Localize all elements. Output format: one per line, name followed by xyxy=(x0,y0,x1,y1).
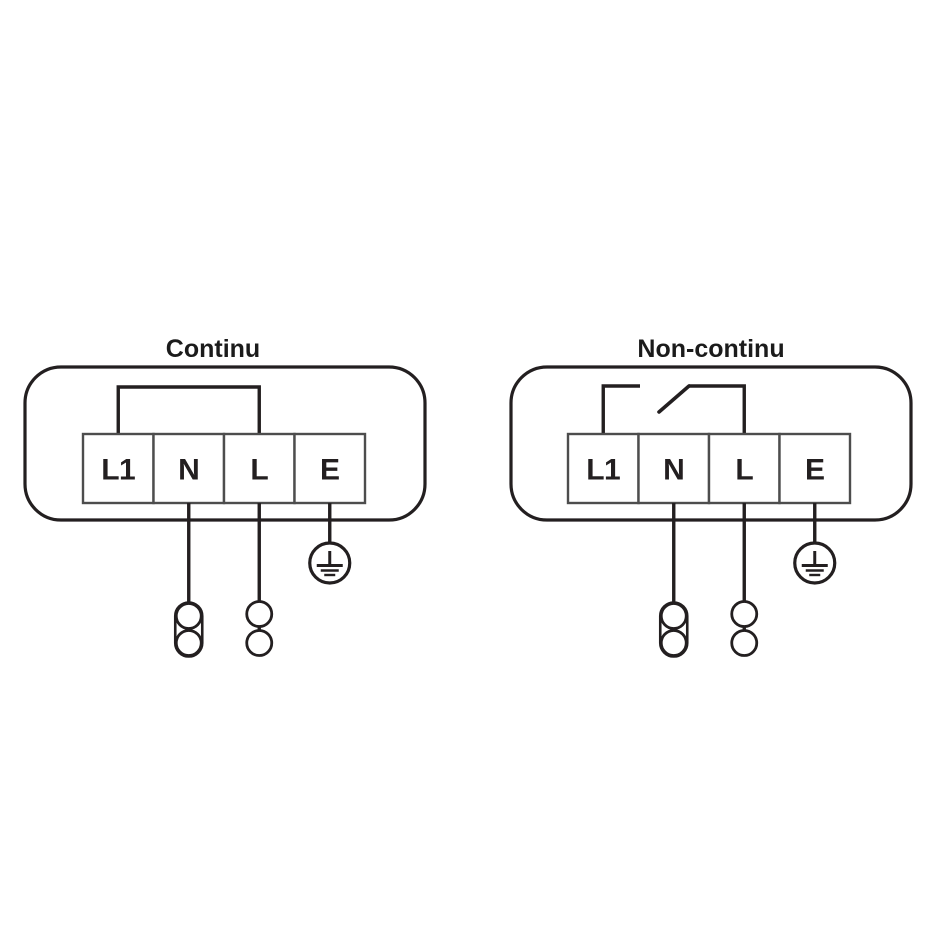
terminal-label-e: E xyxy=(320,454,340,487)
live-connector-ring-bottom xyxy=(245,629,274,657)
cable-connectors-continu xyxy=(173,600,274,658)
diagram-continu: Continu L1 N L E xyxy=(23,335,427,658)
diagram-non-continu: Non-continu L1 N L E xyxy=(509,335,913,658)
neutral-connector-ring-top xyxy=(174,602,203,630)
terminal-box-e xyxy=(778,432,852,505)
live-connector-ring-bottom xyxy=(730,629,759,657)
outgoing-wires-non-continu xyxy=(672,503,817,603)
switch-blade xyxy=(657,384,691,414)
neutral-connector-ring-bottom xyxy=(659,629,688,657)
terminal-label-l: L xyxy=(735,454,753,487)
outgoing-wires-continu xyxy=(187,503,332,603)
diagram-title-non-continu: Non-continu xyxy=(637,335,784,363)
terminal-label-l: L xyxy=(250,454,268,487)
terminal-box-n xyxy=(637,432,711,505)
terminal-label-n: N xyxy=(663,454,684,487)
live-connector-ring-top xyxy=(730,600,759,628)
switch-link-non-continu xyxy=(601,384,746,434)
switch-left-contact xyxy=(601,384,640,434)
terminal-box-l1 xyxy=(566,432,640,505)
terminal-box-l1 xyxy=(81,432,155,505)
jumper-link-continu xyxy=(116,385,261,434)
terminal-block-non-continu xyxy=(566,432,852,505)
terminal-labels-continu: L1 N L E xyxy=(101,454,340,487)
neutral-connector-ring-top xyxy=(659,602,688,630)
switch-right-contact xyxy=(689,384,746,434)
terminal-label-e: E xyxy=(805,454,825,487)
diagram-title-continu: Continu xyxy=(166,335,260,363)
terminal-box-l xyxy=(222,432,296,505)
cable-connectors-non-continu xyxy=(658,600,759,658)
terminal-label-l1: L1 xyxy=(586,454,620,487)
terminal-label-l1: L1 xyxy=(101,454,135,487)
live-connector-ring-top xyxy=(245,600,274,628)
earth-ground-symbol-continu xyxy=(308,541,352,585)
neutral-connector-ring-bottom xyxy=(174,629,203,657)
terminal-labels-non-continu: L1 N L E xyxy=(586,454,825,487)
earth-ground-symbol-non-continu xyxy=(793,541,837,585)
terminal-box-l xyxy=(707,432,781,505)
terminal-label-n: N xyxy=(178,454,199,487)
